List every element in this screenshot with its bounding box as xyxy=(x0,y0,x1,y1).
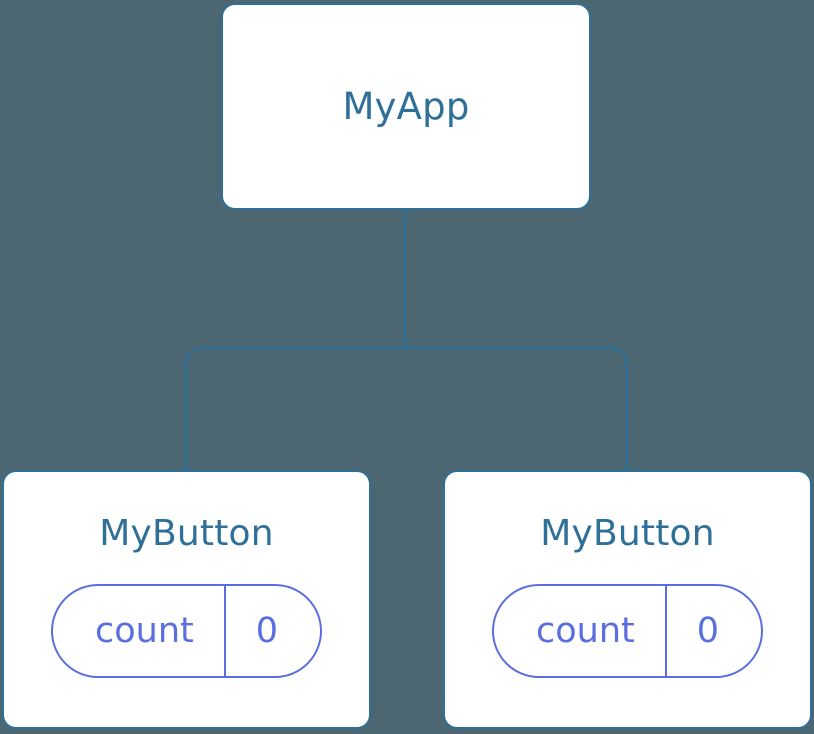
component-node-mybutton-2[interactable]: MyButton count 0 xyxy=(443,470,812,729)
state-pill-divider xyxy=(223,586,226,676)
state-pill-key: count xyxy=(94,610,194,651)
component-node-title: MyButton xyxy=(99,513,274,554)
component-node-mybutton-1[interactable]: MyButton count 0 xyxy=(2,470,371,729)
edge-to-mybutton-1 xyxy=(184,346,405,470)
component-node-title: MyButton xyxy=(540,513,715,554)
state-pill-count[interactable]: count 0 xyxy=(491,584,764,678)
component-node-myapp[interactable]: MyApp xyxy=(221,3,591,210)
component-node-title: MyApp xyxy=(342,85,470,128)
edge-to-mybutton-2 xyxy=(405,346,629,470)
state-pill-count[interactable]: count 0 xyxy=(50,584,323,678)
state-pill-value: 0 xyxy=(696,610,720,651)
state-pill-value: 0 xyxy=(255,610,279,651)
state-pill-key: count xyxy=(535,610,635,651)
state-pill-divider xyxy=(664,586,667,676)
